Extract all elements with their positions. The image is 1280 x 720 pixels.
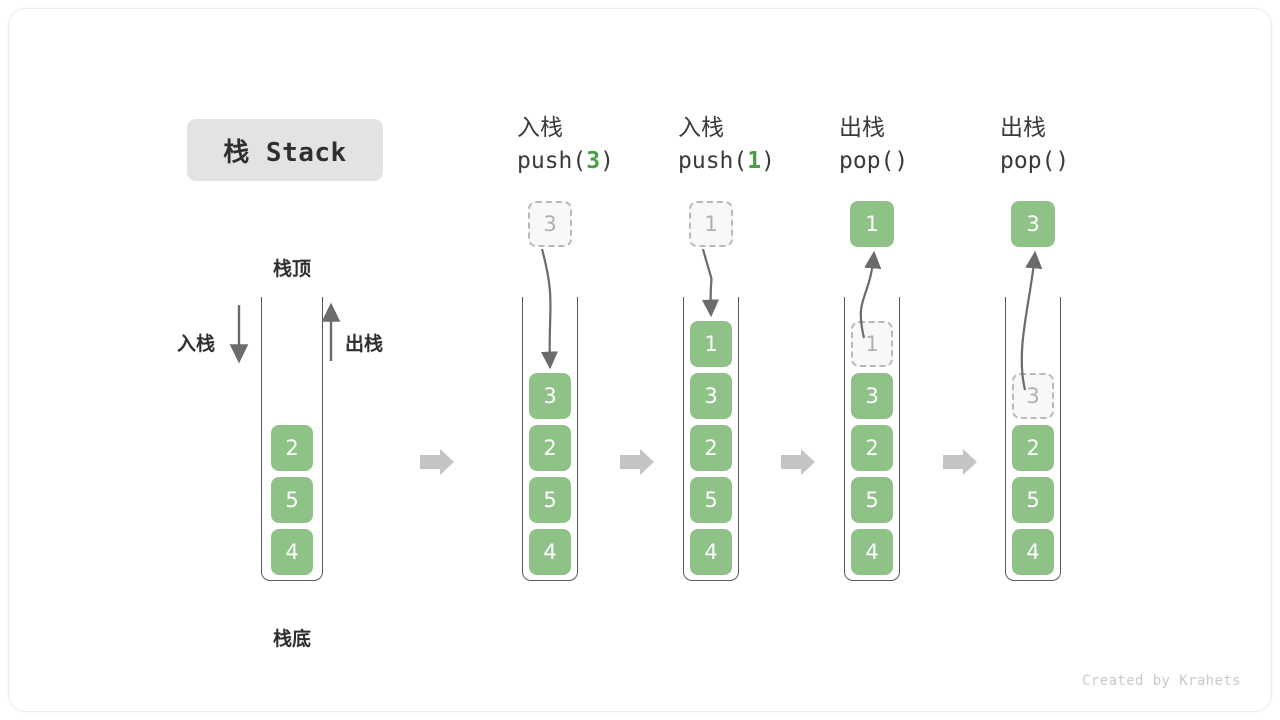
stage-2-header: 出栈 pop() xyxy=(839,112,1029,177)
step-arrow-0 xyxy=(420,449,454,475)
stage-2-container xyxy=(844,297,900,581)
stage-3-floating-value: 3 xyxy=(1011,201,1055,247)
page-title: 栈 Stack xyxy=(187,119,383,181)
stage-3-cell: 5 xyxy=(1012,477,1054,523)
stage-3-cell: 4 xyxy=(1012,529,1054,575)
stage-0-header-cn: 入栈 xyxy=(517,115,563,141)
stage-0-header-code: push(3) xyxy=(517,147,614,174)
stage-0-header: 入栈 push(3) xyxy=(517,112,707,177)
stage-1-cell: 1 xyxy=(690,321,732,367)
step-arrow-2 xyxy=(781,449,815,475)
initial-stack-cell: 4 xyxy=(271,529,313,575)
push-direction-label: 入栈 xyxy=(177,333,216,355)
stage-3-container xyxy=(1005,297,1061,581)
step-arrow-3 xyxy=(943,449,977,475)
stage-0-cell: 4 xyxy=(529,529,571,575)
stage-2-cell: 4 xyxy=(851,529,893,575)
stage-2-cell: 1 xyxy=(851,321,893,367)
pop-direction-label: 出栈 xyxy=(345,333,384,355)
stage-0-cell: 2 xyxy=(529,425,571,471)
stack-top-label: 栈顶 xyxy=(272,258,311,280)
stage-1-cell: 5 xyxy=(690,477,732,523)
initial-stack-cell: 2 xyxy=(271,425,313,471)
stage-3-header-code: pop() xyxy=(1000,147,1070,174)
stage-1-header-code: push(1) xyxy=(678,147,775,174)
stage-1-container xyxy=(683,297,739,581)
stage-1-header: 入栈 push(1) xyxy=(678,112,868,177)
stage-1-cell: 4 xyxy=(690,529,732,575)
stage-0-cell: 3 xyxy=(529,373,571,419)
initial-stack-cell: 5 xyxy=(271,477,313,523)
stage-1-header-arg: 1 xyxy=(747,147,762,174)
stack-bottom-label: 栈底 xyxy=(272,628,311,650)
stage-0-cell: 5 xyxy=(529,477,571,523)
stage-0-header-arg: 3 xyxy=(586,147,601,174)
stage-2-floating-value: 1 xyxy=(850,201,894,247)
stage-1-cell: 3 xyxy=(690,373,732,419)
stage-3-header: 出栈 pop() xyxy=(1000,112,1190,177)
stage-1-header-cn: 入栈 xyxy=(678,115,724,141)
stage-1-cell: 2 xyxy=(690,425,732,471)
stage-3-cell: 3 xyxy=(1012,373,1054,419)
stage-0-floating-value: 3 xyxy=(528,201,572,247)
stage-3-header-cn: 出栈 xyxy=(1000,115,1046,141)
stage-2-cell: 5 xyxy=(851,477,893,523)
stage-2-cell: 2 xyxy=(851,425,893,471)
step-arrow-1 xyxy=(620,449,654,475)
stage-2-header-cn: 出栈 xyxy=(839,115,885,141)
stage-1-floating-value: 1 xyxy=(689,201,733,247)
stage-2-header-code: pop() xyxy=(839,147,909,174)
stage-2-cell: 3 xyxy=(851,373,893,419)
initial-stack-container xyxy=(261,297,323,581)
watermark: Created by Krahets xyxy=(1082,673,1241,689)
stage-3-cell: 2 xyxy=(1012,425,1054,471)
stage-0-container xyxy=(522,297,578,581)
